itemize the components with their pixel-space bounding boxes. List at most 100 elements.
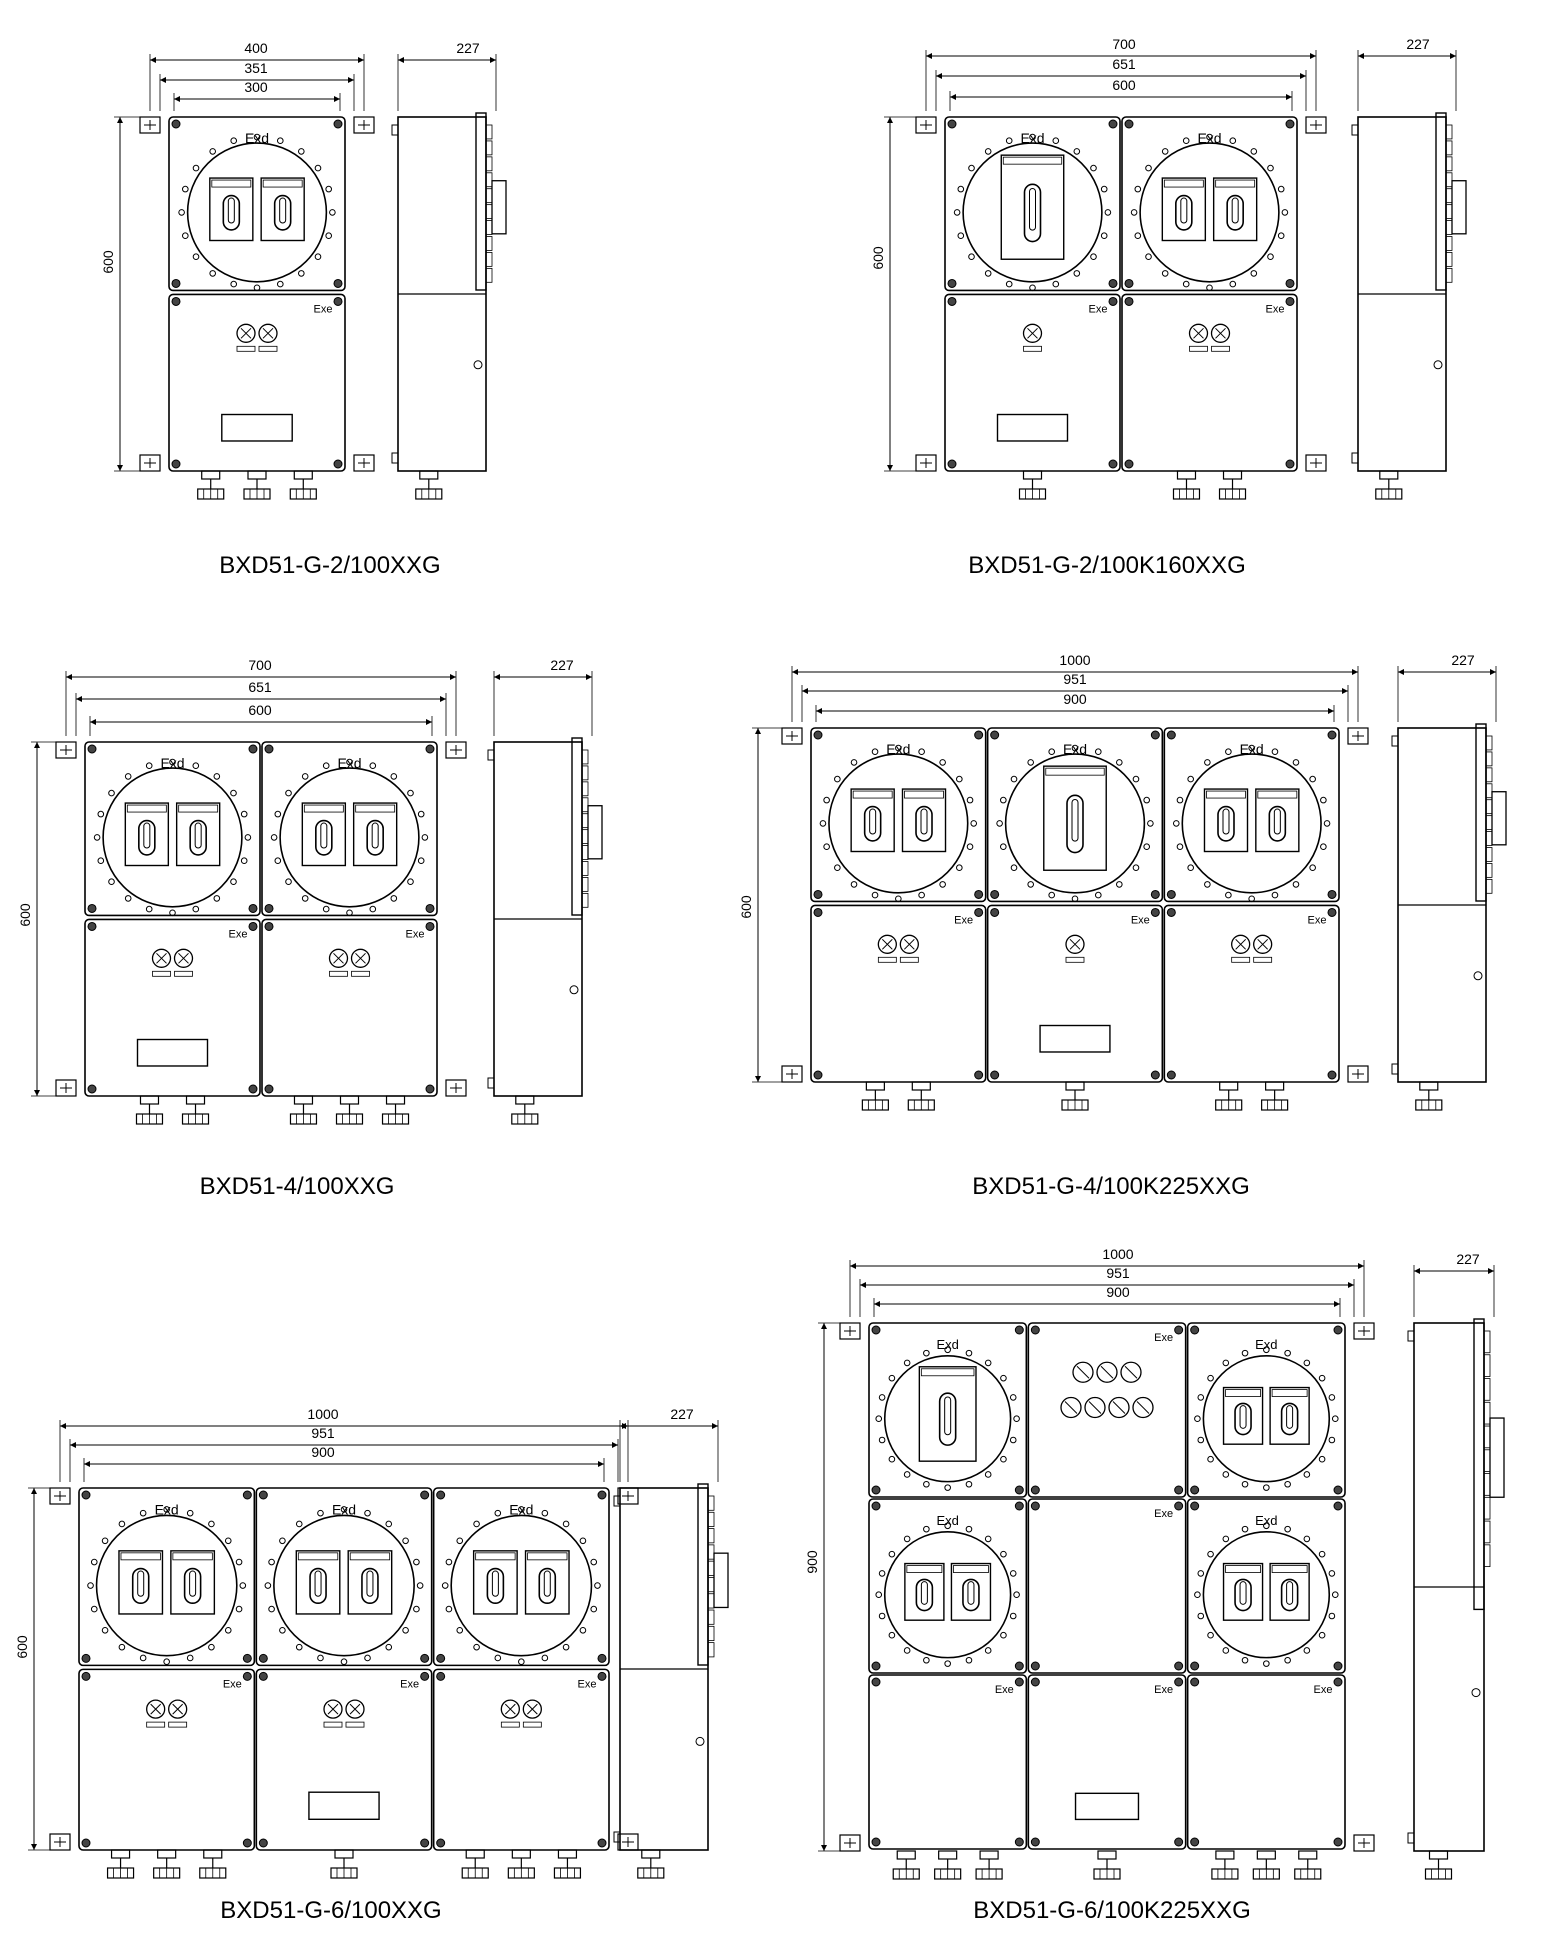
exe-module-corner-bolt (1174, 1837, 1184, 1847)
dim-mounting-width-arrow (860, 1282, 866, 1288)
exd-module-cover-bolt (1241, 1525, 1249, 1533)
exd-module-breaker-handle (486, 1567, 505, 1605)
exd-module-corner-bolt (974, 730, 984, 740)
exe-module-indicator-cross (1069, 938, 1081, 950)
exd-module-exd-label: Exd (936, 1513, 958, 1528)
dim-mounting-width: 651 (248, 679, 272, 695)
exe-module-inspection-window (1074, 1792, 1140, 1821)
exd-module-cover-bolt (101, 1537, 109, 1545)
side-view-fin (1483, 1496, 1491, 1520)
exd-module-cover-bolt (957, 185, 965, 193)
dim-body-width: 900 (1106, 1284, 1130, 1300)
exd-module-breaker-handle-slot (227, 197, 235, 224)
exd-module-cover-bolt (819, 820, 827, 827)
exd-module-main-breaker-label-strip (920, 1368, 975, 1377)
exd-module-main-breaker-label-strip (1002, 156, 1063, 165)
exd-module-cover-bolt (1073, 270, 1081, 277)
exd-module-cover-bolt (385, 1643, 393, 1651)
mounting-foot (1347, 1065, 1369, 1083)
side-view-fin (1483, 1401, 1491, 1425)
cable-gland-nut (465, 1849, 485, 1859)
dim-body-width-arrow (1328, 708, 1334, 714)
exd-module-cover-bolt (473, 1520, 480, 1528)
indicator-lamp (1096, 1361, 1118, 1383)
exd-module-breaker-label-strip (475, 1552, 516, 1561)
exe-module-corner-bolt (1166, 1070, 1176, 1080)
exd-module-cover-bolt (230, 280, 238, 288)
exd-module-breaker-label-strip (1215, 179, 1256, 188)
exe-module-corner-bolt (1174, 1677, 1184, 1687)
exd-module-cover-bolt (494, 1654, 502, 1662)
exd-module-cover-bolt (1010, 775, 1018, 783)
exd-module-cover-bolt (823, 843, 830, 850)
exe-module-corner-bolt (258, 1671, 268, 1681)
exe-module (78, 1668, 256, 1851)
dim-height: 900 (804, 1550, 820, 1574)
exd-module-cover-bolt (579, 1627, 587, 1634)
exd-module-cover-bolt (918, 891, 925, 899)
exd-module-cover-bolt (965, 1525, 973, 1533)
exe-module-lamp-tag (146, 1721, 166, 1728)
exe-module-indicator-lamp (899, 934, 919, 954)
exd-module-cover-bolt (209, 270, 216, 277)
exe-module (168, 293, 346, 472)
exe-module-corner-bolt (813, 1070, 823, 1080)
exd-module-flameproof-cover (883, 1530, 1012, 1659)
exd-module-cover-bolt (1229, 280, 1237, 288)
side-view-fin (485, 236, 493, 251)
exd-module-cover-bolt (1116, 881, 1123, 888)
indicator-lamp (1072, 1361, 1094, 1383)
dim-height-arrow (755, 1076, 761, 1082)
dim-body-width: 600 (1112, 77, 1136, 93)
dim-height: 600 (738, 895, 754, 919)
side-view-fin (581, 749, 589, 765)
exe-module-corner-bolt (813, 907, 823, 917)
exd-module-cover-bolt (1132, 775, 1140, 783)
dim-depth-arrow (1450, 53, 1456, 59)
dim-depth: 227 (1456, 1251, 1480, 1267)
exd-module-cover-bolt (244, 834, 252, 841)
exd-module-breaker-handle-slot (1222, 808, 1230, 835)
exd-module-breaker-frame (347, 1550, 393, 1615)
exd-module-main-breaker-frame (1043, 765, 1107, 871)
side-view-fin (1445, 267, 1453, 283)
side-view-fin (1485, 863, 1493, 878)
exd-module-corner-bolt (258, 1653, 268, 1663)
exd-module-cover-bolt (1207, 1631, 1214, 1639)
exe-module (261, 918, 438, 1097)
exe-module-indicator-lamp (1231, 934, 1251, 954)
exd-module-main-breaker-handle-slot (1071, 798, 1079, 842)
exe-module-exe-label: Exe (314, 303, 333, 315)
side-view-fin (1485, 815, 1493, 830)
exd-module-cover-bolt (1009, 1570, 1017, 1577)
exe-module-indicator-lamp (500, 1699, 520, 1719)
exd-module-breaker-handle-slot (1286, 1405, 1294, 1429)
exe-module-corner-bolt (264, 921, 274, 931)
exd-module-cover-bolt (235, 1558, 243, 1566)
exe-lamp-module-corner-bolt (1174, 1325, 1184, 1335)
exe-module-lamp-tag (1231, 956, 1251, 963)
exd-module-breaker-frame (301, 802, 347, 867)
exe-module (432, 1668, 610, 1851)
cable-gland-nut (1215, 1850, 1235, 1860)
exd-module-cover-bolt (541, 1509, 549, 1517)
side-view-vent (1473, 971, 1483, 981)
cable-gland-nut (203, 1849, 223, 1859)
exd-module-breaker-handle (1217, 805, 1235, 842)
side-view-fin (1445, 156, 1453, 172)
side-view-fin (707, 1577, 715, 1593)
exd-module-cover-bolt (1052, 137, 1060, 145)
exd-module-cover-bolt (944, 1660, 951, 1667)
exe-module-corner-bolt (1150, 1070, 1160, 1080)
exe-module-indicator-cross (327, 1703, 339, 1715)
exd-module-cover-bolt (1104, 209, 1112, 216)
exd-module-cover-bolt (139, 1509, 147, 1517)
exe-module-indicator-cross (150, 1703, 162, 1715)
dim-overall-width-arrow (66, 674, 72, 680)
exe-module-exe-label: Exe (223, 1678, 242, 1690)
exd-module-corner-bolt (597, 1490, 607, 1500)
exd-module-cover-bolt (108, 878, 115, 886)
exd-module-cover-bolt (93, 834, 101, 841)
